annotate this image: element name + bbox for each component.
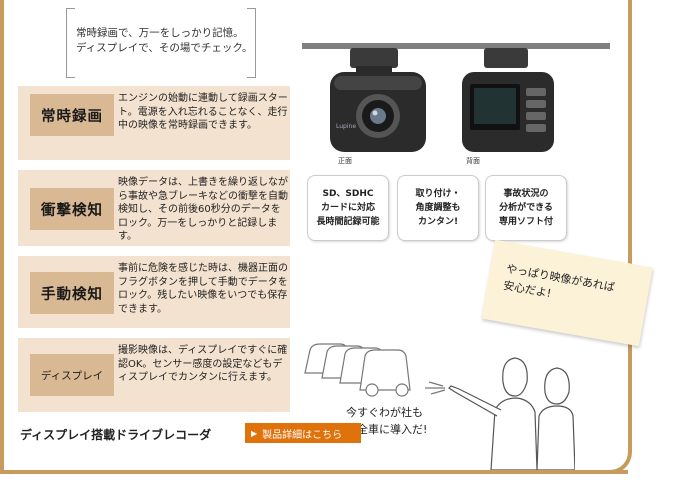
badge-sd-card: SD、SDHC カードに対応 長時間記録可能: [307, 175, 389, 241]
intro-text: 常時録画で、万一をしっかり記憶。ディスプレイで、その場でチェック。: [76, 27, 253, 54]
badge-easy-install: 取り付け・ 角度調整も カンタン!: [397, 175, 479, 241]
camera-brand: Lupine: [336, 123, 356, 130]
product-title: ディスプレイ搭載ドライブレコーダ: [20, 428, 212, 442]
feature-label: 衝撃検知: [30, 188, 114, 230]
play-triangle-icon: ▶: [251, 428, 258, 438]
photo-strip: [302, 43, 610, 49]
frame-right-border: [610, 0, 632, 474]
feature-continuous-recording: 常時録画 エンジンの始動に連動して録画スタート。電源を入れ忘れることなく、走行中…: [18, 86, 290, 160]
intro-box: 常時録画で、万一をしっかり記憶。ディスプレイで、その場でチェック。: [66, 8, 256, 78]
intro-bracket-left: [66, 8, 75, 78]
feature-manual-detection: 手動検知 事前に危険を感じた時は、機器正面のフラグボタンを押して手動でデータをロ…: [18, 256, 290, 328]
back-caption: 背面: [466, 157, 480, 165]
businessmen-illustration: [425, 357, 575, 470]
feature-desc: 事前に危険を感じた時は、機器正面のフラグボタンを押して手動でデータをロック。残し…: [118, 263, 288, 315]
feature-desc: 映像データは、上書きを繰り返しながら事故や急ブレーキなどの衝撃を自動検知し、その…: [118, 177, 288, 242]
camera-front-image: Lupine: [330, 48, 426, 152]
intro-bracket-right: [247, 8, 256, 78]
front-caption: 正面: [338, 157, 352, 165]
feature-impact-detection: 衝撃検知 映像データは、上書きを繰り返しながら事故や急ブレーキなどの衝撃を自動検…: [18, 170, 290, 246]
detail-button-label: 製品詳細はこちら: [262, 429, 343, 441]
note-text: やっぱり映像があれば 安心だよ!: [502, 262, 616, 301]
feature-desc: エンジンの始動に連動して録画スタート。電源を入れ忘れることなく、走行中の映像を常…: [118, 93, 288, 131]
feature-label: 常時録画: [30, 94, 114, 136]
frame-bottom-border: [0, 470, 628, 474]
camera-back-image: [462, 48, 554, 152]
speech-text: 今すぐわが社も 全車に導入だ!: [346, 406, 428, 436]
frame-left-border: [0, 0, 4, 474]
feature-label: ディスプレイ: [30, 354, 114, 396]
product-detail-button[interactable]: ▶ 製品詳細はこちら: [245, 423, 361, 443]
cars-illustration: [304, 343, 411, 397]
feature-label: 手動検知: [30, 272, 114, 314]
feature-display: ディスプレイ 撮影映像は、ディスプレイですぐに確認OK。センサー感度の設定なども…: [18, 338, 290, 412]
feature-desc: 撮影映像は、ディスプレイですぐに確認OK。センサー感度の設定などもディスプレイで…: [118, 345, 288, 383]
badge-analysis-software: 事故状況の 分析ができる 専用ソフト付: [485, 175, 567, 241]
